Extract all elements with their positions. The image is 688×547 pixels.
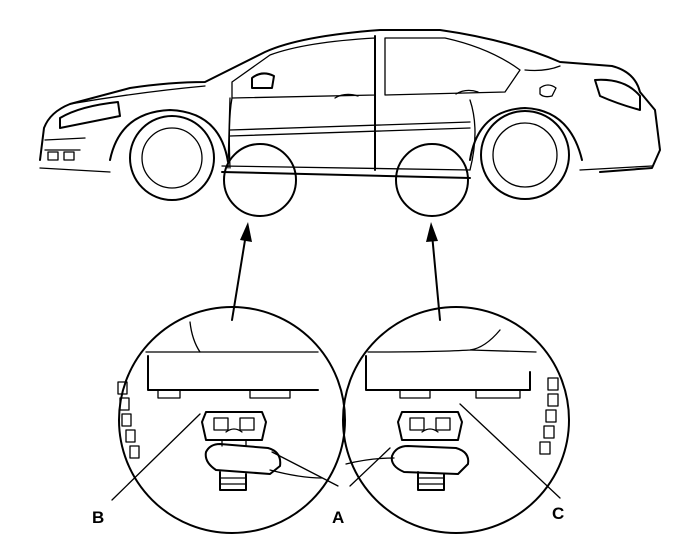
front-detail-view: [111, 306, 346, 534]
callout-b: B: [92, 508, 104, 527]
callout-a: A: [332, 508, 344, 527]
front-zoom-arrow: [231, 222, 252, 321]
front-lift-point-circle: [223, 143, 297, 217]
rear-detail-view: [342, 306, 570, 534]
sedan-side-view: [39, 29, 661, 201]
rear-lift-point-circle: [395, 143, 469, 217]
rear-zoom-arrow: [426, 222, 441, 321]
callout-c: C: [552, 504, 564, 523]
